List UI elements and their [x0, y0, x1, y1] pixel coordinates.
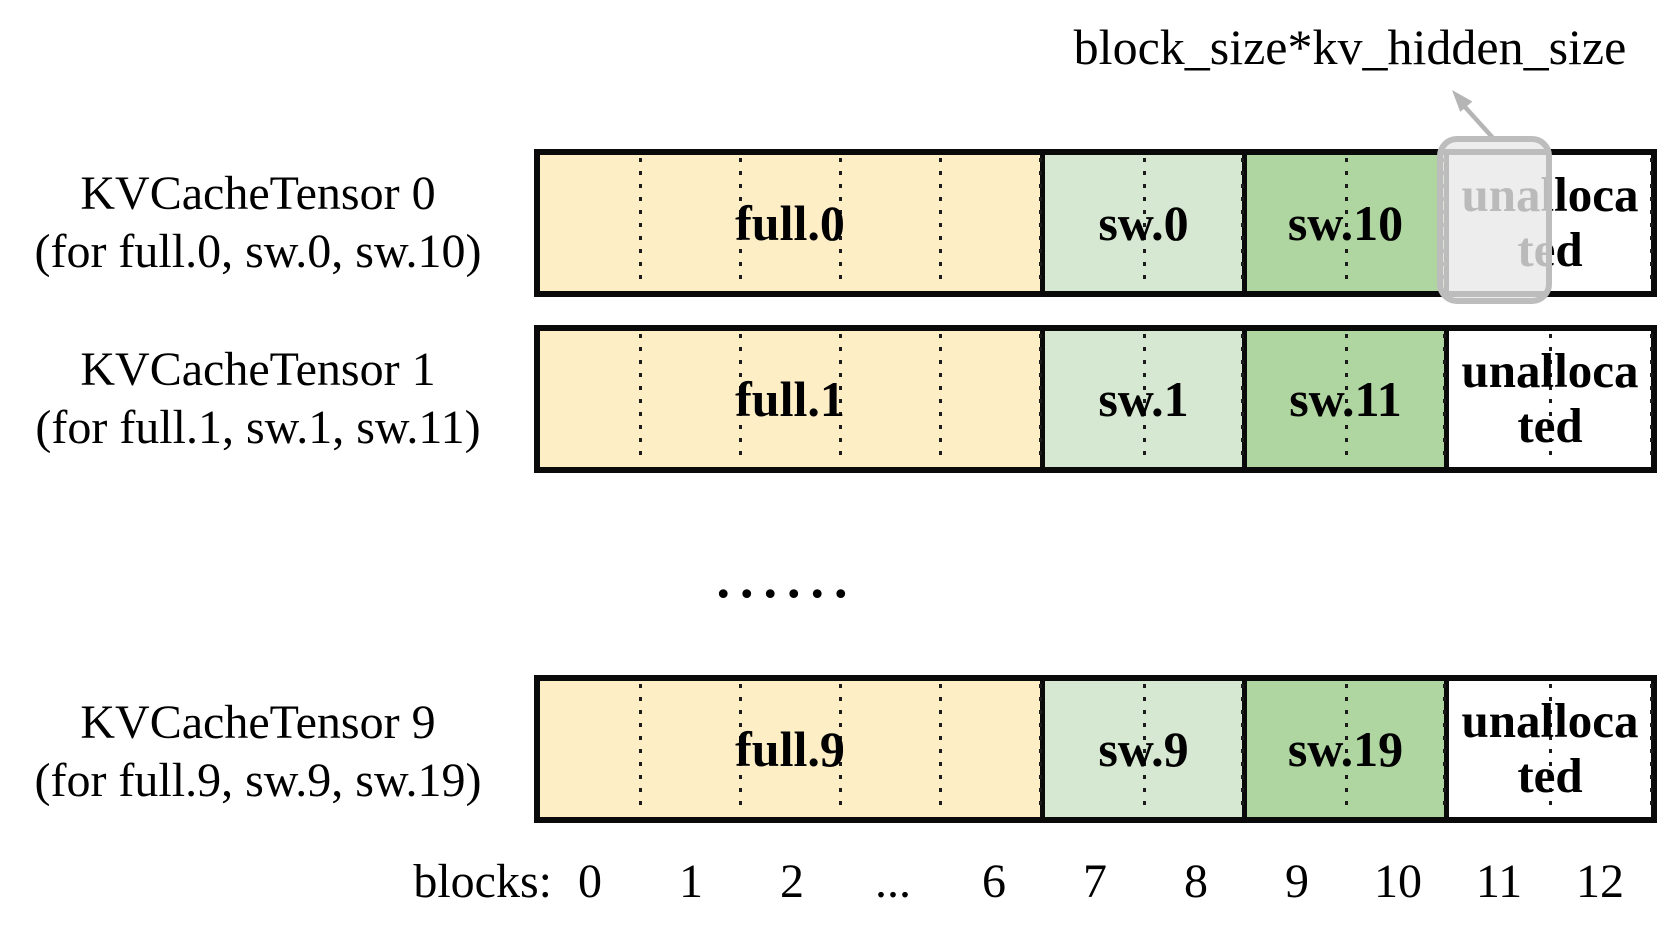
row9-unallocated-section: unallocated: [1449, 681, 1653, 817]
block-slot: [1247, 155, 1347, 291]
row1-bar: full.1 sw.1 sw.11 unallocated: [534, 325, 1657, 473]
block-slot: [640, 331, 742, 467]
block-slot: [940, 155, 1042, 291]
rows-ellipsis: ......: [716, 549, 858, 609]
block-slot: [1144, 331, 1244, 467]
row1-title: KVCacheTensor 1: [80, 343, 436, 396]
axis-tick-2: 2: [780, 855, 804, 908]
block-slot: [1550, 681, 1653, 817]
axis-tick-12: 12: [1576, 855, 1624, 908]
row1-sw11-section: sw.11: [1247, 331, 1449, 467]
row1-full-section: full.1: [540, 331, 1045, 467]
block-slot: [640, 681, 742, 817]
annotation-arrow-icon: [1452, 90, 1495, 140]
block-slot: [1449, 331, 1552, 467]
block-slot: [740, 331, 842, 467]
block-size-annotation: block_size*kv_hidden_size: [1073, 19, 1627, 75]
axis-tick-8: 8: [1184, 855, 1208, 908]
block-slot: [840, 681, 942, 817]
row9-sw19-section: sw.19: [1247, 681, 1449, 817]
block-slot: [1449, 681, 1552, 817]
block-slot: [1144, 681, 1244, 817]
row9-full-section: full.9: [540, 681, 1045, 817]
axis-tick-7: 7: [1083, 855, 1107, 908]
block-slot: [1144, 155, 1244, 291]
block-slot: [940, 681, 1042, 817]
block-slot: [1346, 681, 1446, 817]
row1-label: KVCacheTensor 1 (for full.1, sw.1, sw.11…: [8, 341, 508, 457]
block-slot: [740, 155, 842, 291]
block-slot: [840, 155, 942, 291]
block-slot: [640, 155, 742, 291]
row0-full-section: full.0: [540, 155, 1045, 291]
blocks-axis-label: blocks:: [413, 855, 552, 908]
row0-label: KVCacheTensor 0 (for full.0, sw.0, sw.10…: [8, 165, 508, 281]
row9-bar: full.9 sw.9 sw.19 unallocated: [534, 675, 1657, 823]
block-slot: [1247, 681, 1347, 817]
block-slot: [1045, 331, 1145, 467]
row9-title: KVCacheTensor 9: [80, 696, 436, 749]
row0-sw10-section: sw.10: [1247, 155, 1449, 291]
axis-tick-6: 6: [982, 855, 1006, 908]
axis-tick-10: 10: [1374, 855, 1422, 908]
block-slot: [540, 331, 642, 467]
row9-label: KVCacheTensor 9 (for full.9, sw.9, sw.19…: [8, 694, 508, 810]
row9-sw-section: sw.9: [1045, 681, 1247, 817]
block-slot: [1045, 155, 1145, 291]
block-size-highlight-box: [1437, 136, 1552, 304]
block-slot: [540, 681, 642, 817]
block-slot: [940, 331, 1042, 467]
block-slot: [1346, 155, 1446, 291]
block-slot: [540, 155, 642, 291]
axis-tick-0: 0: [578, 855, 602, 908]
row0-subtitle: (for full.0, sw.0, sw.10): [34, 225, 482, 278]
block-slot: [1247, 331, 1347, 467]
axis-tick-11: 11: [1475, 855, 1523, 908]
row9-subtitle: (for full.9, sw.9, sw.19): [34, 754, 482, 807]
axis-tick-9: 9: [1285, 855, 1309, 908]
row1-unallocated-section: unallocated: [1449, 331, 1653, 467]
axis-tick-ellipsis: ...: [875, 855, 911, 908]
block-slot: [1550, 331, 1653, 467]
block-slot: [1550, 155, 1653, 291]
block-slot: [740, 681, 842, 817]
row0-sw-section: sw.0: [1045, 155, 1247, 291]
block-slot: [1346, 331, 1446, 467]
block-slot: [1045, 681, 1145, 817]
axis-tick-1: 1: [679, 855, 703, 908]
row1-subtitle: (for full.1, sw.1, sw.11): [35, 401, 481, 454]
block-slot: [840, 331, 942, 467]
row1-sw-section: sw.1: [1045, 331, 1247, 467]
row0-title: KVCacheTensor 0: [80, 167, 436, 220]
